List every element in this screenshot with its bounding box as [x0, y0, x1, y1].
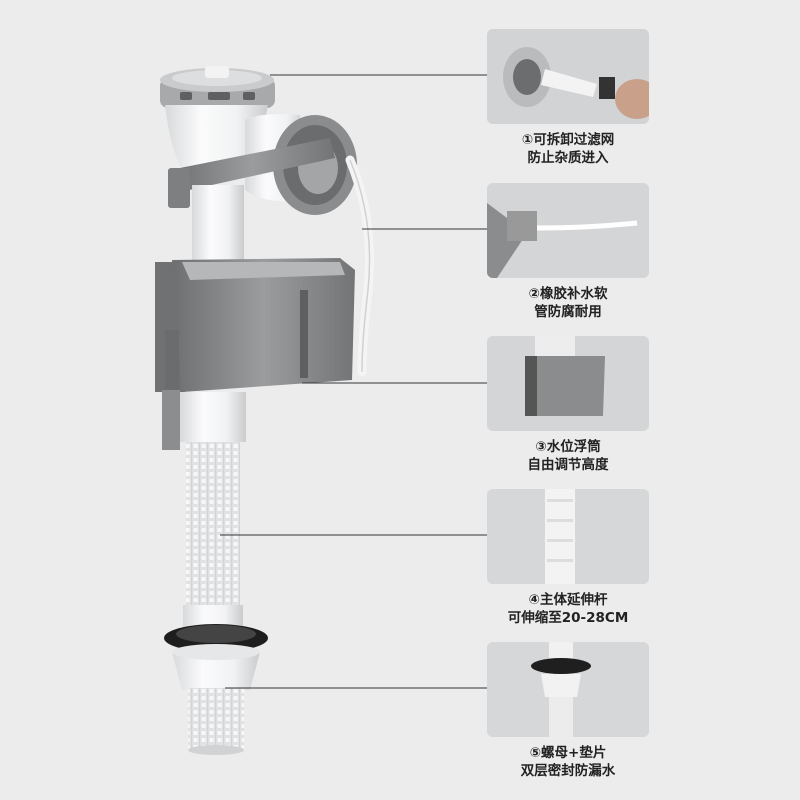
feature-title: ①可拆卸过滤网 — [521, 132, 615, 148]
feature-title: ⑤螺母+垫片 — [529, 745, 607, 761]
feature-title: ②橡胶补水软 — [528, 286, 608, 302]
feature-subtitle: 自由调节高度 — [527, 457, 609, 473]
guide-rail — [162, 390, 180, 450]
thumb-filter-detail — [487, 29, 649, 124]
thumb-refill-tube-detail — [487, 183, 649, 278]
feature-caption-refill-tube: ②橡胶补水软 管防腐耐用 — [470, 285, 666, 321]
feature-subtitle: 可伸缩至20-28CM — [507, 610, 629, 626]
gasket-and-nut — [164, 624, 268, 755]
extension-rod — [180, 392, 246, 630]
feature-caption-nut-gasket: ⑤螺母+垫片 双层密封防漏水 — [470, 744, 666, 780]
feature-title: ③水位浮筒 — [535, 439, 601, 455]
feature-subtitle: 防止杂质进入 — [527, 150, 609, 166]
feature-subtitle: 管防腐耐用 — [534, 304, 602, 320]
feature-caption-float-cup: ③水位浮筒 自由调节高度 — [470, 438, 666, 474]
thumb-extension-rod-detail — [487, 489, 649, 584]
callout-lines — [220, 74, 487, 689]
feature-subtitle: 双层密封防漏水 — [520, 763, 616, 779]
feature-caption-filter: ①可拆卸过滤网 防止杂质进入 — [470, 131, 666, 167]
feature-title: ④主体延伸杆 — [528, 592, 608, 608]
feature-caption-extension-rod: ④主体延伸杆 可伸缩至20-28CM — [470, 591, 666, 627]
thumb-float-cup-detail — [487, 336, 649, 431]
float-cup — [155, 258, 355, 440]
lever-arm — [168, 138, 335, 208]
thumb-nut-gasket-detail — [487, 642, 649, 737]
